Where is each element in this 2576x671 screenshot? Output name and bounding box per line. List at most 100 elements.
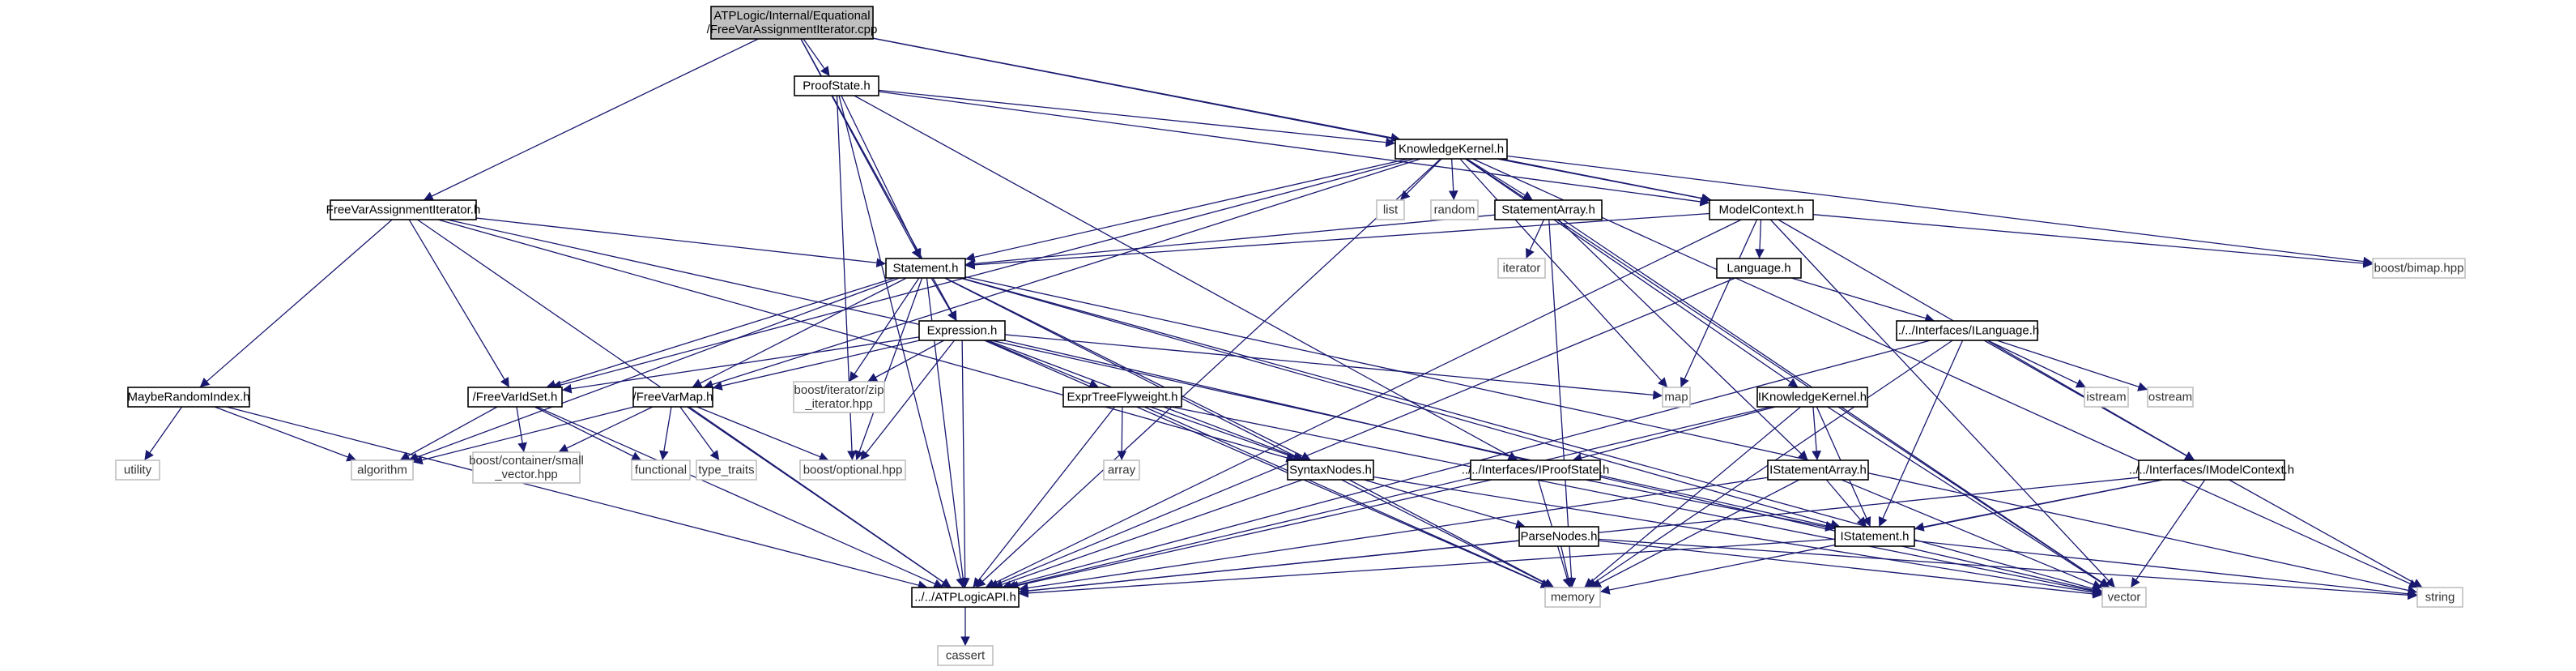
node-label: boost/iterator/zip xyxy=(794,383,884,397)
edge-knowledgekernel-to-statement xyxy=(964,158,1409,263)
node-istream: istream xyxy=(2084,387,2129,408)
edge-knowledgekernel-to-random xyxy=(1448,158,1458,201)
node-algorithm: algorithm xyxy=(351,459,414,481)
edge-freevarmap-to-atplogicapi xyxy=(687,406,952,588)
edge-ilanguage-to-istatement xyxy=(1878,340,1964,528)
node-label: ATPLogic/Internal/Equational xyxy=(713,9,870,23)
node-label: SyntaxNodes.h xyxy=(1289,464,1372,477)
edge-proofstate-to-knowledgekernel xyxy=(878,89,1396,147)
node-freevaridset[interactable]: /FreeVarIdSet.h xyxy=(467,387,563,408)
node-iproofstate[interactable]: ../../Interfaces/IProofState.h xyxy=(1462,459,1610,481)
node-box xyxy=(1497,258,1546,279)
node-box xyxy=(1716,258,1802,279)
node-map: map xyxy=(1662,387,1691,408)
edge-freevarmap-to-optional xyxy=(696,406,829,462)
edge-freevarmap-to-typetraits xyxy=(679,406,720,461)
node-label: functional xyxy=(635,464,687,477)
node-iknowledge[interactable]: IKnowledgeKernel.h xyxy=(1756,387,1868,408)
node-box xyxy=(1062,387,1182,408)
node-array: array xyxy=(1103,459,1140,481)
node-box xyxy=(632,387,713,408)
node-box xyxy=(1834,526,1915,547)
edge-iknowledge-to-istatementarray xyxy=(1812,406,1821,461)
node-statementarray[interactable]: StatementArray.h xyxy=(1494,199,1603,220)
node-syntaxnodes[interactable]: SyntaxNodes.h xyxy=(1287,459,1374,481)
edge-statement-to-algorithm xyxy=(408,277,900,462)
edge-knowledgekernel-to-vector xyxy=(1465,158,2110,588)
node-imodelcontext[interactable]: ../../Interfaces/IModelContext.h xyxy=(2129,459,2294,481)
node-label: array xyxy=(1108,464,1136,477)
node-label: iterator xyxy=(1503,262,1541,276)
node-label: ProofState.h xyxy=(803,79,870,93)
node-box xyxy=(793,381,885,413)
node-label: boost/container/small xyxy=(469,454,584,468)
node-label: /FreeVarIdSet.h xyxy=(473,391,558,404)
node-root[interactable]: ATPLogic/Internal/Equational/FreeVarAssi… xyxy=(707,6,878,40)
node-label: algorithm xyxy=(357,464,407,477)
node-label: ModelContext.h xyxy=(1718,203,1803,217)
node-box xyxy=(1709,199,1814,220)
node-label: list xyxy=(1383,203,1399,217)
node-box xyxy=(127,387,250,408)
node-box xyxy=(794,75,879,96)
edge-knowledgekernel-to-atplogicapi xyxy=(975,158,1441,588)
node-expression[interactable]: Expression.h xyxy=(918,320,1006,341)
node-parsenodes[interactable]: ParseNodes.h xyxy=(1518,526,1599,547)
node-modelcontext[interactable]: ModelContext.h xyxy=(1709,199,1814,220)
edge-statement-to-freevaridset xyxy=(546,277,895,390)
node-box xyxy=(2372,258,2466,279)
node-ostream: ostream xyxy=(2147,387,2194,408)
edge-knowledgekernel-to-bimap xyxy=(1506,155,2374,267)
edge-istatement-to-atplogicapi xyxy=(1018,538,1836,598)
edge-parsenodes-to-memory xyxy=(1561,545,1573,588)
node-box xyxy=(631,459,691,481)
node-label: boost/bimap.hpp xyxy=(2374,262,2464,276)
edge-statement-to-expression xyxy=(930,277,957,322)
node-ilanguage[interactable]: ../../Interfaces/ILanguage.h xyxy=(1895,320,2039,341)
node-label: map xyxy=(1664,391,1688,404)
node-label: type_traits xyxy=(698,464,754,477)
edge-modelcontext-to-statement xyxy=(964,212,1710,270)
node-freevarmap[interactable]: /FreeVarMap.h xyxy=(632,387,713,408)
node-exprtree[interactable]: ExprTreeFlyweight.h xyxy=(1062,387,1182,408)
edge-fvai-to-syntaxnodes xyxy=(437,219,1297,463)
edge-expression-to-memory xyxy=(984,340,1551,588)
node-box xyxy=(351,459,414,481)
node-istatement[interactable]: IStatement.h xyxy=(1834,526,1915,547)
node-language[interactable]: Language.h xyxy=(1716,258,1802,279)
node-label: utility xyxy=(124,464,152,477)
node-random: random xyxy=(1430,199,1479,220)
edge-statement-to-memory xyxy=(944,277,1554,588)
node-box xyxy=(1767,459,1869,481)
edge-freevarmap-to-algorithm xyxy=(412,406,635,465)
edge-syntaxnodes-to-memory xyxy=(1348,479,1555,588)
node-box xyxy=(1662,387,1691,408)
node-cassert: cassert xyxy=(937,645,994,666)
edge-syntaxnodes-to-parsenodes xyxy=(1364,479,1526,529)
node-smallvector: boost/container/small_vector.hpp xyxy=(469,451,584,484)
edge-istatementarray-to-atplogicapi xyxy=(1018,477,1769,593)
node-box xyxy=(330,199,477,220)
node-box xyxy=(1470,459,1601,481)
edge-statementarray-to-istatementarray xyxy=(1557,219,1809,461)
node-box xyxy=(1103,459,1140,481)
node-box xyxy=(2084,387,2129,408)
node-istatementarray[interactable]: IStatementArray.h xyxy=(1767,459,1869,481)
node-atplogicapi[interactable]: ../../ATPLogicAPI.h xyxy=(911,587,1020,608)
node-box xyxy=(710,6,874,40)
node-fvai[interactable]: FreeVarAssignmentIterator.h xyxy=(326,199,481,220)
edge-expression-to-freevaridset xyxy=(561,336,920,394)
node-box xyxy=(2147,387,2194,408)
node-mayberandom[interactable]: MaybeRandomIndex.h xyxy=(127,387,250,408)
node-label: StatementArray.h xyxy=(1501,203,1595,217)
node-knowledgekernel[interactable]: KnowledgeKernel.h xyxy=(1394,139,1508,160)
node-statement[interactable]: Statement.h xyxy=(885,258,966,279)
node-box xyxy=(1494,199,1603,220)
node-label: Expression.h xyxy=(927,324,998,338)
edge-freevarmap-to-smallvector xyxy=(558,406,654,453)
node-proofstate[interactable]: ProofState.h xyxy=(794,75,879,96)
edge-mayberandom-to-utility xyxy=(143,406,183,461)
edge-freevaridset-to-algorithm xyxy=(399,406,498,461)
node-box xyxy=(1544,587,1601,608)
